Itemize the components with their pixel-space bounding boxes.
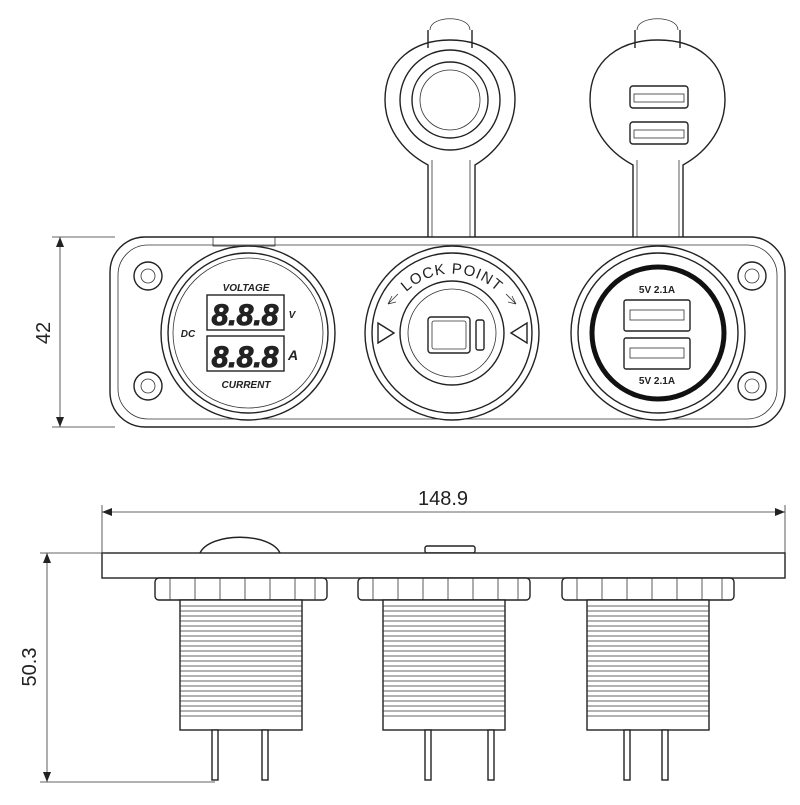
usb-socket: 5V 2.1A 5V 2.1A — [570, 245, 746, 421]
voltage-label: VOLTAGE — [223, 283, 270, 294]
side-component-voltmeter — [154, 577, 328, 781]
side-component-lighter — [357, 577, 531, 781]
usb-cap — [589, 18, 726, 245]
lock-triangle-left — [377, 321, 396, 345]
lock-triangle-right — [509, 321, 528, 345]
side-width-dimension: 148.9 — [101, 488, 786, 555]
side-height-value: 50.3 — [19, 648, 41, 687]
voltage-digits: 8.8.8 — [212, 299, 279, 332]
usb-port — [623, 337, 691, 370]
side-width-value: 148.9 — [418, 488, 468, 510]
side-component-usb — [561, 577, 735, 781]
current-label: CURRENT — [222, 380, 272, 391]
mount-hole — [737, 261, 767, 291]
mount-hole — [133, 261, 163, 291]
lighter-socket: LOCK POINT — [364, 245, 540, 421]
voltmeter-module: VOLTAGE CURRENT DC V A 8.8.8 8.8.8 — [160, 236, 336, 421]
lighter-cap — [384, 18, 516, 245]
mount-hole — [737, 371, 767, 401]
usb-rating-bottom: 5V 2.1A — [639, 376, 675, 387]
mount-hole — [133, 371, 163, 401]
front-height-dimension: 42 — [33, 236, 115, 428]
usb-rating-top: 5V 2.1A — [639, 285, 675, 296]
side-height-dimension: 50.3 — [19, 552, 215, 783]
front-height-value: 42 — [33, 322, 55, 344]
volt-unit-label: V — [289, 310, 297, 321]
dc-label: DC — [181, 329, 196, 340]
side-plate — [101, 536, 786, 579]
amp-unit-label: A — [287, 347, 298, 363]
current-digits: 8.8.8 — [212, 341, 279, 374]
usb-port — [623, 299, 691, 332]
